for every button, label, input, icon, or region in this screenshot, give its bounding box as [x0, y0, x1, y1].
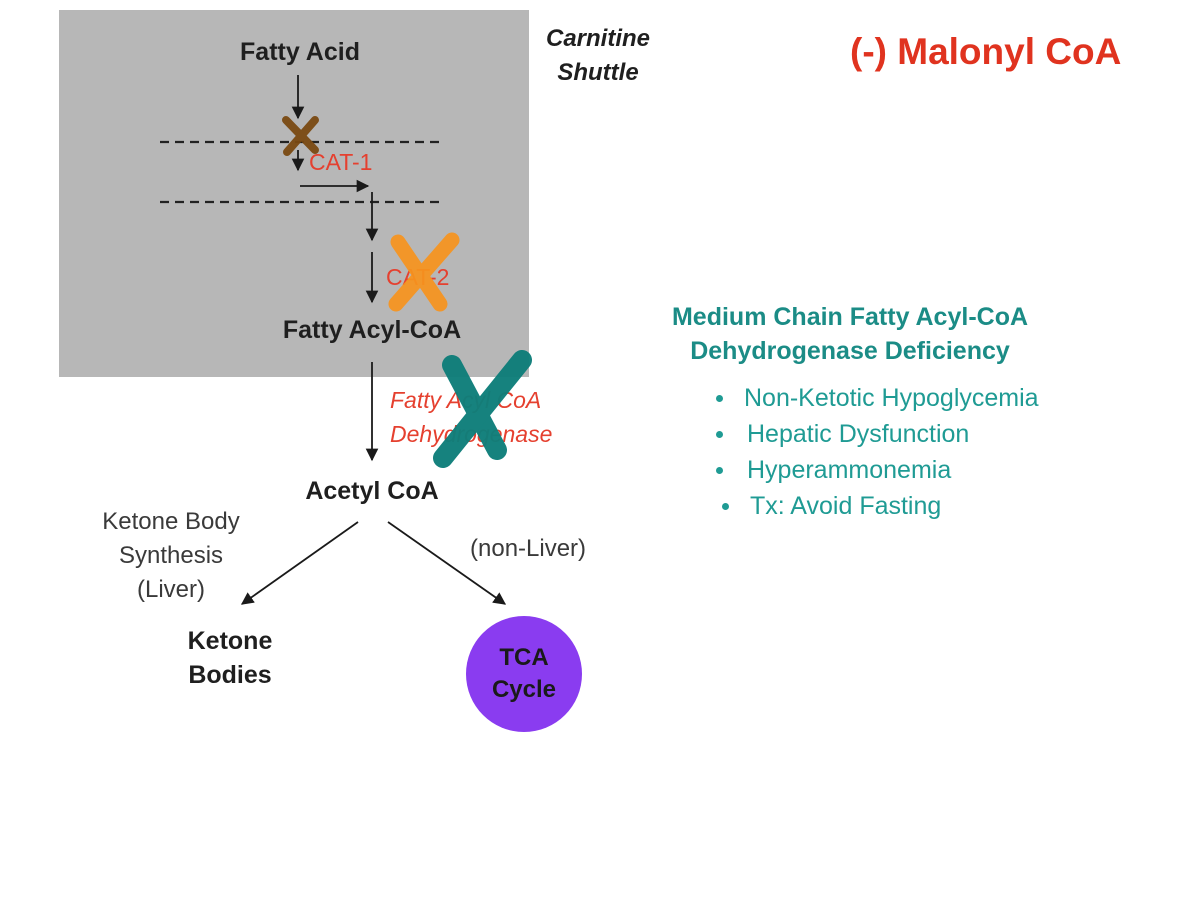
list-item: Hyperammonemia: [712, 452, 1039, 488]
tca-line1: TCA: [499, 644, 549, 671]
deficiency-title-line1: Medium Chain Fatty Acyl-CoA: [671, 303, 1029, 331]
carnitine-shuttle-line2: Shuttle: [557, 59, 639, 86]
malonyl-coa-inhibitor: (-) Malonyl CoA: [850, 31, 1122, 72]
ketone-bodies-label: Ketone Bodies: [188, 624, 273, 692]
ketone-body-synthesis-label: Ketone Body Synthesis (Liver): [102, 505, 239, 607]
cat1-block-x-icon: [282, 116, 319, 156]
cat2-block-x-icon: [388, 232, 460, 312]
cat1-label: CAT-1: [309, 149, 373, 175]
bullet-icon: [716, 395, 723, 402]
carnitine-shuttle-label: Carnitine Shuttle: [546, 22, 650, 90]
ketone-synthesis-line1: Ketone Body: [102, 508, 240, 535]
list-item-text: Non-Ketotic Hypoglycemia: [744, 384, 1039, 412]
non-liver-label: (non-Liver): [470, 535, 587, 562]
arrow-to-ketone-bodies: [240, 521, 359, 605]
acetyl-coa-label: Acetyl CoA: [305, 477, 439, 505]
list-item-text: Hepatic Dysfunction: [747, 420, 970, 448]
tca-cycle-circle: TCA Cycle: [466, 616, 582, 732]
deficiency-features-list: Non-Ketotic Hypoglycemia Hepatic Dysfunc…: [712, 380, 1039, 524]
fatty-acid-label: Fatty Acid: [240, 38, 360, 66]
deficiency-title-line2: Dehydrogenase Deficiency: [690, 337, 1010, 365]
dehydrogenase-block-x-icon: [433, 350, 532, 468]
list-item-text: Hyperammonemia: [747, 456, 952, 484]
bullet-icon: [716, 467, 723, 474]
ketone-synthesis-line2: Synthesis: [118, 542, 224, 569]
ketone-bodies-line2: Bodies: [188, 661, 272, 689]
tca-line2: Cycle: [491, 676, 557, 703]
ketone-synthesis-line3: (Liver): [136, 576, 205, 603]
list-item: Hepatic Dysfunction: [712, 416, 1039, 452]
bullet-icon: [716, 431, 723, 438]
list-item: Tx: Avoid Fasting: [712, 488, 1039, 524]
ketone-bodies-line1: Ketone: [187, 627, 273, 655]
carnitine-shuttle-line1: Carnitine: [545, 25, 651, 52]
fatty-acyl-coa-label: Fatty Acyl-CoA: [282, 316, 462, 344]
carnitine-shuttle-region: [59, 10, 529, 377]
arrow-to-tca: [387, 521, 507, 605]
list-item-text: Tx: Avoid Fasting: [750, 492, 942, 520]
list-item: Non-Ketotic Hypoglycemia: [712, 380, 1039, 416]
deficiency-title: Medium Chain Fatty Acyl-CoA Dehydrogenas…: [672, 300, 1028, 368]
bullet-icon: [722, 503, 729, 510]
